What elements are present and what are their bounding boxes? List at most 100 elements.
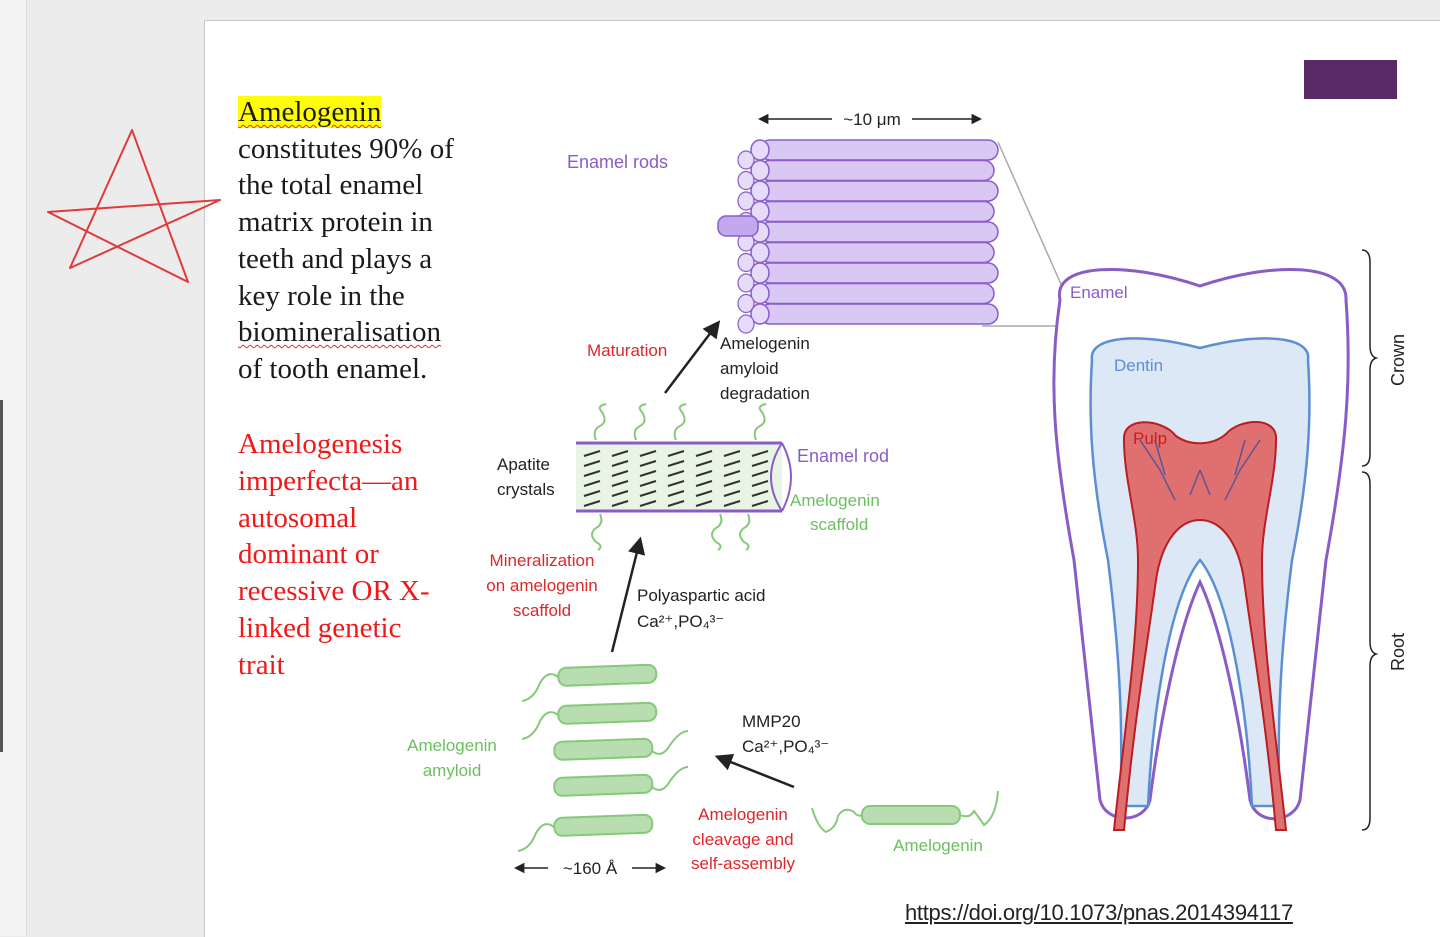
enamel-rod-cylinder	[759, 139, 999, 161]
mineral-label-1: Mineralization	[490, 551, 595, 570]
maturation-arrow	[664, 320, 721, 394]
red-line-6: linked genetic	[238, 611, 402, 644]
amyloid-tail	[521, 673, 559, 702]
amyloid-label-2: amyloid	[423, 761, 482, 780]
apatite-crystal	[639, 470, 657, 477]
amyloid-tail	[651, 766, 689, 791]
apatite-crystal	[639, 480, 657, 487]
enamel-rod-cylinder	[759, 262, 999, 284]
amyloid-bar	[553, 737, 654, 761]
apatite-crystal	[667, 450, 685, 457]
mmp-label-2: Ca²⁺,PO₄³⁻	[742, 737, 829, 756]
red-line-3: autosomal	[238, 501, 358, 534]
apatite-crystal	[611, 460, 629, 467]
apatite-crystal	[667, 500, 685, 507]
text-line-6: biomineralisation	[238, 316, 441, 349]
amelogenin-tail	[673, 403, 687, 441]
text-line-2: the total enamel	[238, 169, 424, 202]
star-annotation-icon	[47, 129, 221, 283]
cleavage-arrow	[714, 754, 795, 789]
polyasp-label-1: Polyaspartic acid	[637, 586, 766, 605]
amyloid-tail	[651, 730, 689, 755]
mineral-label-3: scaffold	[513, 601, 571, 620]
root-brace	[1361, 471, 1379, 831]
apatite-crystal	[695, 500, 713, 507]
apatite-crystal	[583, 460, 601, 467]
mmp-label-1: MMP20	[742, 712, 801, 731]
degradation-label-1: Amelogenin	[720, 334, 810, 353]
apatite-crystal	[583, 450, 601, 457]
apatite-crystal	[695, 470, 713, 477]
apatite-crystal	[695, 450, 713, 457]
apatite-crystal	[723, 470, 741, 477]
enamel-rod-label: Enamel rod	[797, 446, 889, 466]
amyloid-bar	[553, 813, 654, 837]
apatite-crystal	[583, 470, 601, 477]
amelogenin-amyloid-stack	[517, 663, 689, 852]
enamel-rod-cylinder	[759, 180, 999, 202]
apatite-crystal	[695, 490, 713, 497]
enamel-rod-end	[737, 191, 755, 211]
apatite-crystal	[723, 460, 741, 467]
apatite-crystal	[667, 470, 685, 477]
amyloid-bar	[553, 773, 654, 797]
amelogenin-tail	[711, 513, 723, 551]
crown-brace	[1361, 249, 1379, 467]
text-line-3: matrix protein in	[238, 206, 433, 239]
apatite-crystal	[667, 490, 685, 497]
dentin-label: Dentin	[1114, 356, 1163, 375]
enamel-rod-end	[737, 170, 755, 191]
red-line-1: Amelogenesis	[238, 428, 403, 460]
amelogenin-highlight: Amelogenin	[238, 96, 382, 128]
amelogenesis-note: Amelogenesis imperfecta—an autosomal dom…	[238, 426, 478, 684]
width-160a-label: ~160 Å	[563, 859, 618, 878]
title-placeholder-box	[1304, 60, 1397, 99]
crown-label: Crown	[1388, 334, 1408, 386]
apatite-crystal	[723, 450, 741, 457]
text-line-4: teeth and plays a	[238, 242, 433, 275]
enamel-rod-cylinder	[759, 159, 995, 182]
enamel-rod-protrusion	[717, 215, 759, 237]
slide-thumbnail-pane	[0, 0, 27, 936]
mineralization-arrow	[610, 536, 646, 653]
red-line-2: imperfecta—an	[238, 464, 419, 497]
polyasp-label-2: Ca²⁺,PO₄³⁻	[637, 612, 724, 631]
amelogenin-tail	[591, 513, 603, 551]
apatite-crystal	[751, 490, 769, 497]
apatite-crystal	[667, 480, 685, 487]
doi-link[interactable]: https://doi.org/10.1073/pnas.2014394117	[905, 900, 1293, 925]
red-line-7: trait	[238, 648, 285, 681]
cleavage-label-2: cleavage and	[692, 830, 793, 849]
amyloid-tail	[517, 823, 555, 852]
amelogenin-description: Amelogenin constitutes 90% of the total …	[238, 94, 508, 388]
enamel-rod-end	[737, 273, 755, 293]
amyloid-label-1: Amelogenin	[407, 736, 497, 755]
root-label: Root	[1388, 633, 1408, 671]
apatite-crystal	[639, 460, 657, 467]
maturation-label: Maturation	[587, 341, 667, 360]
zoom-line	[997, 141, 1069, 301]
text-line-7: of tooth enamel.	[238, 352, 428, 385]
apatite-crystal	[751, 470, 769, 477]
enamel-rods-label: Enamel rods	[567, 152, 668, 172]
enamel-rod-end	[737, 150, 755, 170]
degradation-label-2: amyloid	[720, 359, 779, 378]
apatite-crystal	[583, 480, 601, 487]
enamel-rod-end	[737, 314, 755, 334]
pulp-label: Pulp	[1133, 429, 1167, 448]
enamel-rod-cylinder	[759, 200, 995, 223]
apatite-label-2: crystals	[497, 480, 555, 499]
apatite-crystal	[611, 480, 629, 487]
apatite-crystal	[751, 460, 769, 467]
amelogenin-tail	[753, 403, 767, 441]
apatite-crystal	[751, 480, 769, 487]
enamel-rod-cylinder	[759, 221, 999, 243]
amyloid-tail	[521, 711, 559, 740]
apatite-crystal	[723, 490, 741, 497]
amyloid-bar	[557, 663, 658, 687]
amelogenin-label: Amelogenin	[893, 836, 983, 855]
amelogenin-tail	[633, 403, 647, 441]
scaffold-label-1: Amelogenin	[790, 491, 880, 510]
scrollbar[interactable]	[0, 400, 3, 752]
enamel-rod-end	[737, 252, 755, 273]
